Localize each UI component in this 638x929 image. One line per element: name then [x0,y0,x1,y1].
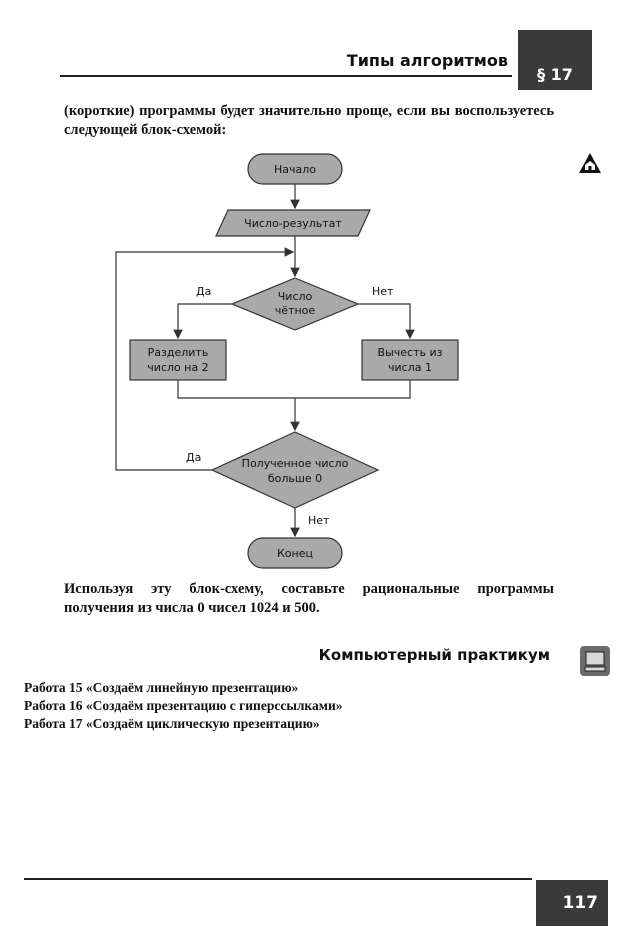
flowchart: Начало Число-результат Число чётное Да Н… [115,153,459,569]
page-number: 117 [536,880,608,926]
action-subtract-line2: числа 1 [388,361,432,374]
yes-label-2: Да [186,451,201,464]
action-subtract [361,339,459,381]
intro-paragraph: (короткие) программы будет значительно п… [64,103,554,138]
practicum-item: Работа 16 «Создаём презентацию с гиперсс… [24,698,343,713]
action-divide [129,339,227,381]
home-icon [579,153,601,173]
practicum-item: Работа 15 «Создаём линейную презентацию» [24,680,299,695]
decision-even [230,277,360,331]
header-rule [60,75,512,77]
no-label-1: Нет [372,285,394,298]
footer-rule [24,878,532,880]
start-label: Начало [274,163,316,176]
input-label: Число-результат [244,217,342,230]
action-divide-line2: число на 2 [147,361,208,374]
practicum-list: Работа 15 «Создаём линейную презентацию»… [24,679,584,733]
practicum-heading: Компьютерный практикум [318,646,550,664]
no-label-2: Нет [308,514,330,527]
decision-positive-line1: Полученное число [242,457,349,470]
computer-icon [580,646,610,676]
chapter-title: Типы алгоритмов [346,51,508,70]
decision-positive-line2: больше 0 [268,472,322,485]
end-label: Конец [277,547,313,560]
decision-even-line2: чётное [275,304,316,317]
input-parallelogram [215,209,371,237]
decision-even-line1: Число [278,290,313,303]
practicum-item: Работа 17 «Создаём циклическую презентац… [24,716,320,731]
action-divide-line1: Разделить [148,346,209,359]
yes-label-1: Да [196,285,211,298]
action-subtract-line1: Вычесть из [378,346,443,359]
end-terminal [247,537,343,569]
decision-positive [210,431,380,509]
task-paragraph: Используя эту блок-схему, составьте раци… [64,581,554,616]
section-badge: § 17 [518,30,592,90]
